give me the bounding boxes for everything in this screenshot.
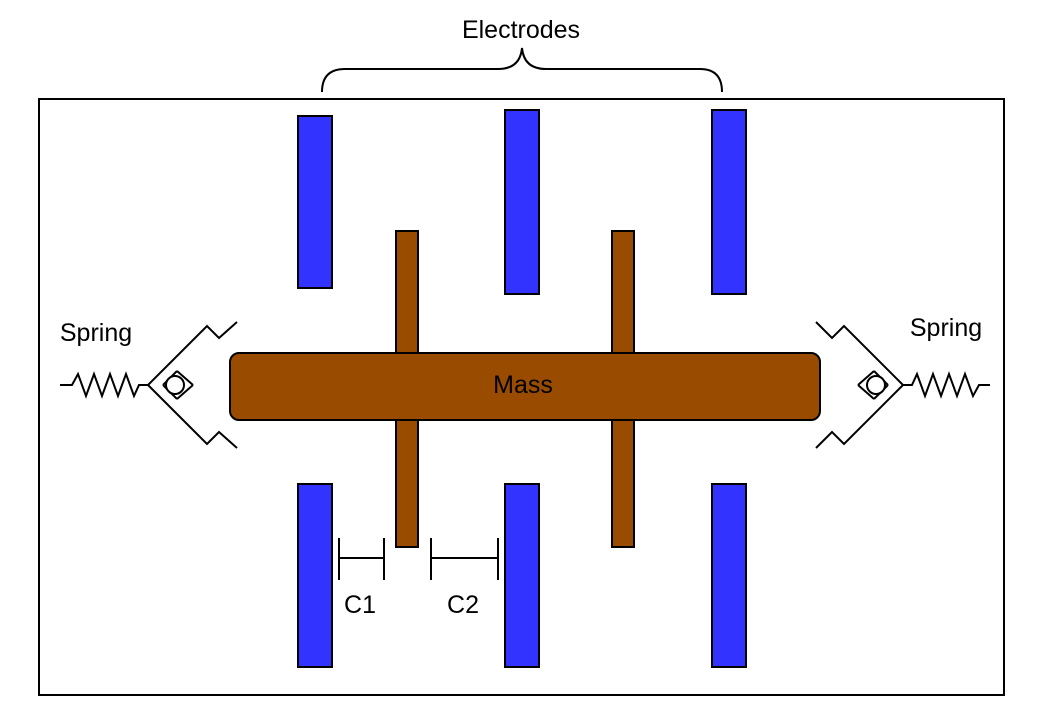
cap-c2-label: C2 [447, 591, 479, 619]
spring-right-anchor-icon [815, 321, 904, 449]
electrode-bottom-left [297, 483, 333, 668]
electrodes-brace [321, 47, 723, 93]
spring-left-anchor-icon [147, 321, 238, 449]
proof-mass [229, 352, 821, 421]
spring-right-icon [903, 371, 990, 399]
electrode-bottom-right [711, 483, 747, 668]
electrode-top-center [504, 109, 540, 295]
spring-left-icon [60, 371, 148, 399]
capacitor-c1-marker [338, 538, 385, 580]
cap-c1-label: C1 [344, 591, 376, 619]
spring-right-pivot-icon [866, 375, 886, 395]
mass-label: Mass [493, 371, 553, 399]
electrode-top-right [711, 109, 747, 295]
mass-finger-bottom-right [611, 407, 635, 548]
electrodes-label: Electrodes [462, 16, 580, 44]
electrode-top-left [297, 115, 333, 289]
substrate-frame [38, 98, 1005, 696]
mass-finger-top-right [611, 230, 635, 371]
spring-left-pivot-icon [165, 375, 185, 395]
mass-finger-top-left [395, 230, 419, 371]
capacitor-c2-marker [430, 538, 499, 580]
spring-left-label: Spring [60, 319, 132, 347]
electrode-bottom-center [504, 483, 540, 668]
spring-right-label: Spring [910, 314, 982, 342]
mass-finger-bottom-left [395, 407, 419, 548]
